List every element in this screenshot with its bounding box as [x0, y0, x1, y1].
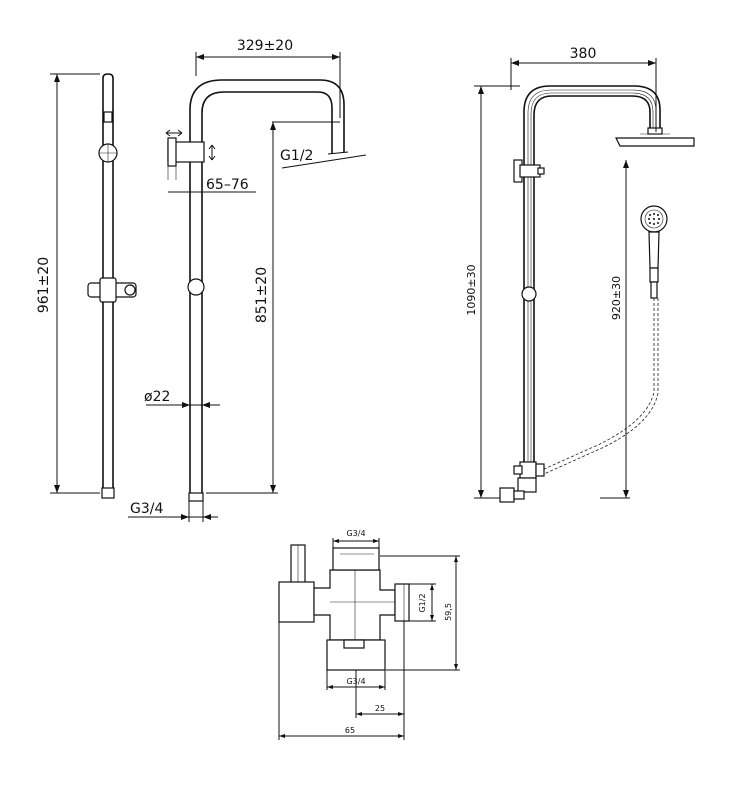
side-thread-label: G1/2	[418, 593, 427, 612]
slide-rail-view: 961±20	[36, 73, 137, 499]
diverter-detail-view: G3/4 G1/2 59,5 G3/4 25 65	[278, 529, 460, 740]
inlet-height-label: 851±20	[254, 267, 270, 323]
set-arm-reach-label: 380	[570, 46, 597, 62]
inlet-thread-label: G3/4	[130, 501, 163, 517]
tube-diameter-label: ø22	[144, 389, 170, 405]
shower-set-view: 380 1090±30 920±30	[465, 46, 695, 503]
set-total-height-label: 1090±30	[465, 264, 478, 315]
bracket-range-label: 65–76	[206, 177, 249, 193]
outlet-thread-label: G1/2	[280, 148, 313, 164]
arm-reach-label: 329±20	[237, 38, 293, 54]
height-label: 59,5	[444, 603, 453, 621]
offset-label: 25	[375, 704, 385, 713]
top-thread-label: G3/4	[346, 529, 365, 538]
total-height-label: 961±20	[36, 257, 52, 313]
hand-shower-height-label: 920±30	[610, 276, 623, 320]
width-label: 65	[345, 726, 355, 735]
front-elevation-view: 329±20 G1/2 65–76 ø22 G3/4	[128, 38, 367, 522]
